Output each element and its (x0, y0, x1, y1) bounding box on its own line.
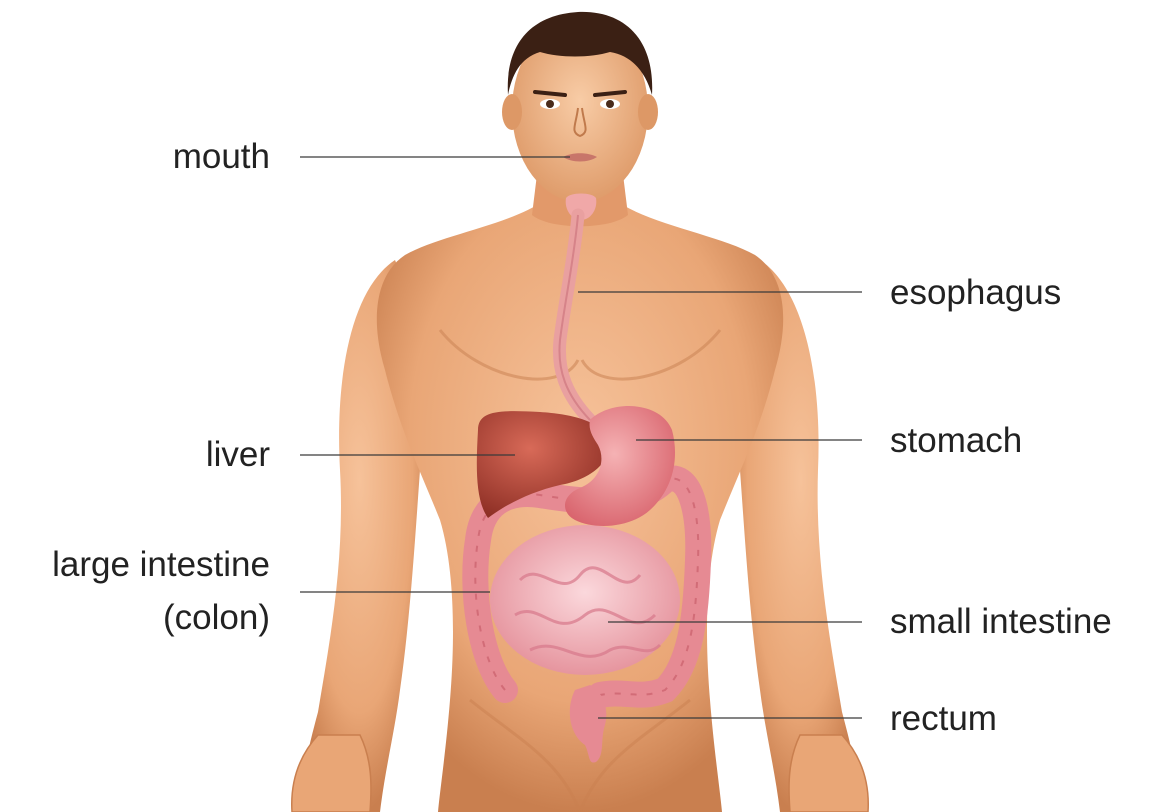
label-large-intestine-colon: (colon) (0, 596, 270, 640)
label-small-intestine: small intestine (890, 600, 1112, 644)
label-mouth: mouth (40, 135, 270, 179)
right-hand (789, 735, 868, 812)
label-stomach: stomach (890, 419, 1022, 463)
right-ear (638, 94, 658, 130)
label-rectum: rectum (890, 697, 997, 741)
label-liver: liver (40, 433, 270, 477)
left-ear (502, 94, 522, 130)
small-intestine-mass (490, 525, 680, 675)
label-esophagus: esophagus (890, 271, 1061, 315)
left-hand (292, 735, 371, 812)
label-large-intestine: large intestine (0, 543, 270, 587)
